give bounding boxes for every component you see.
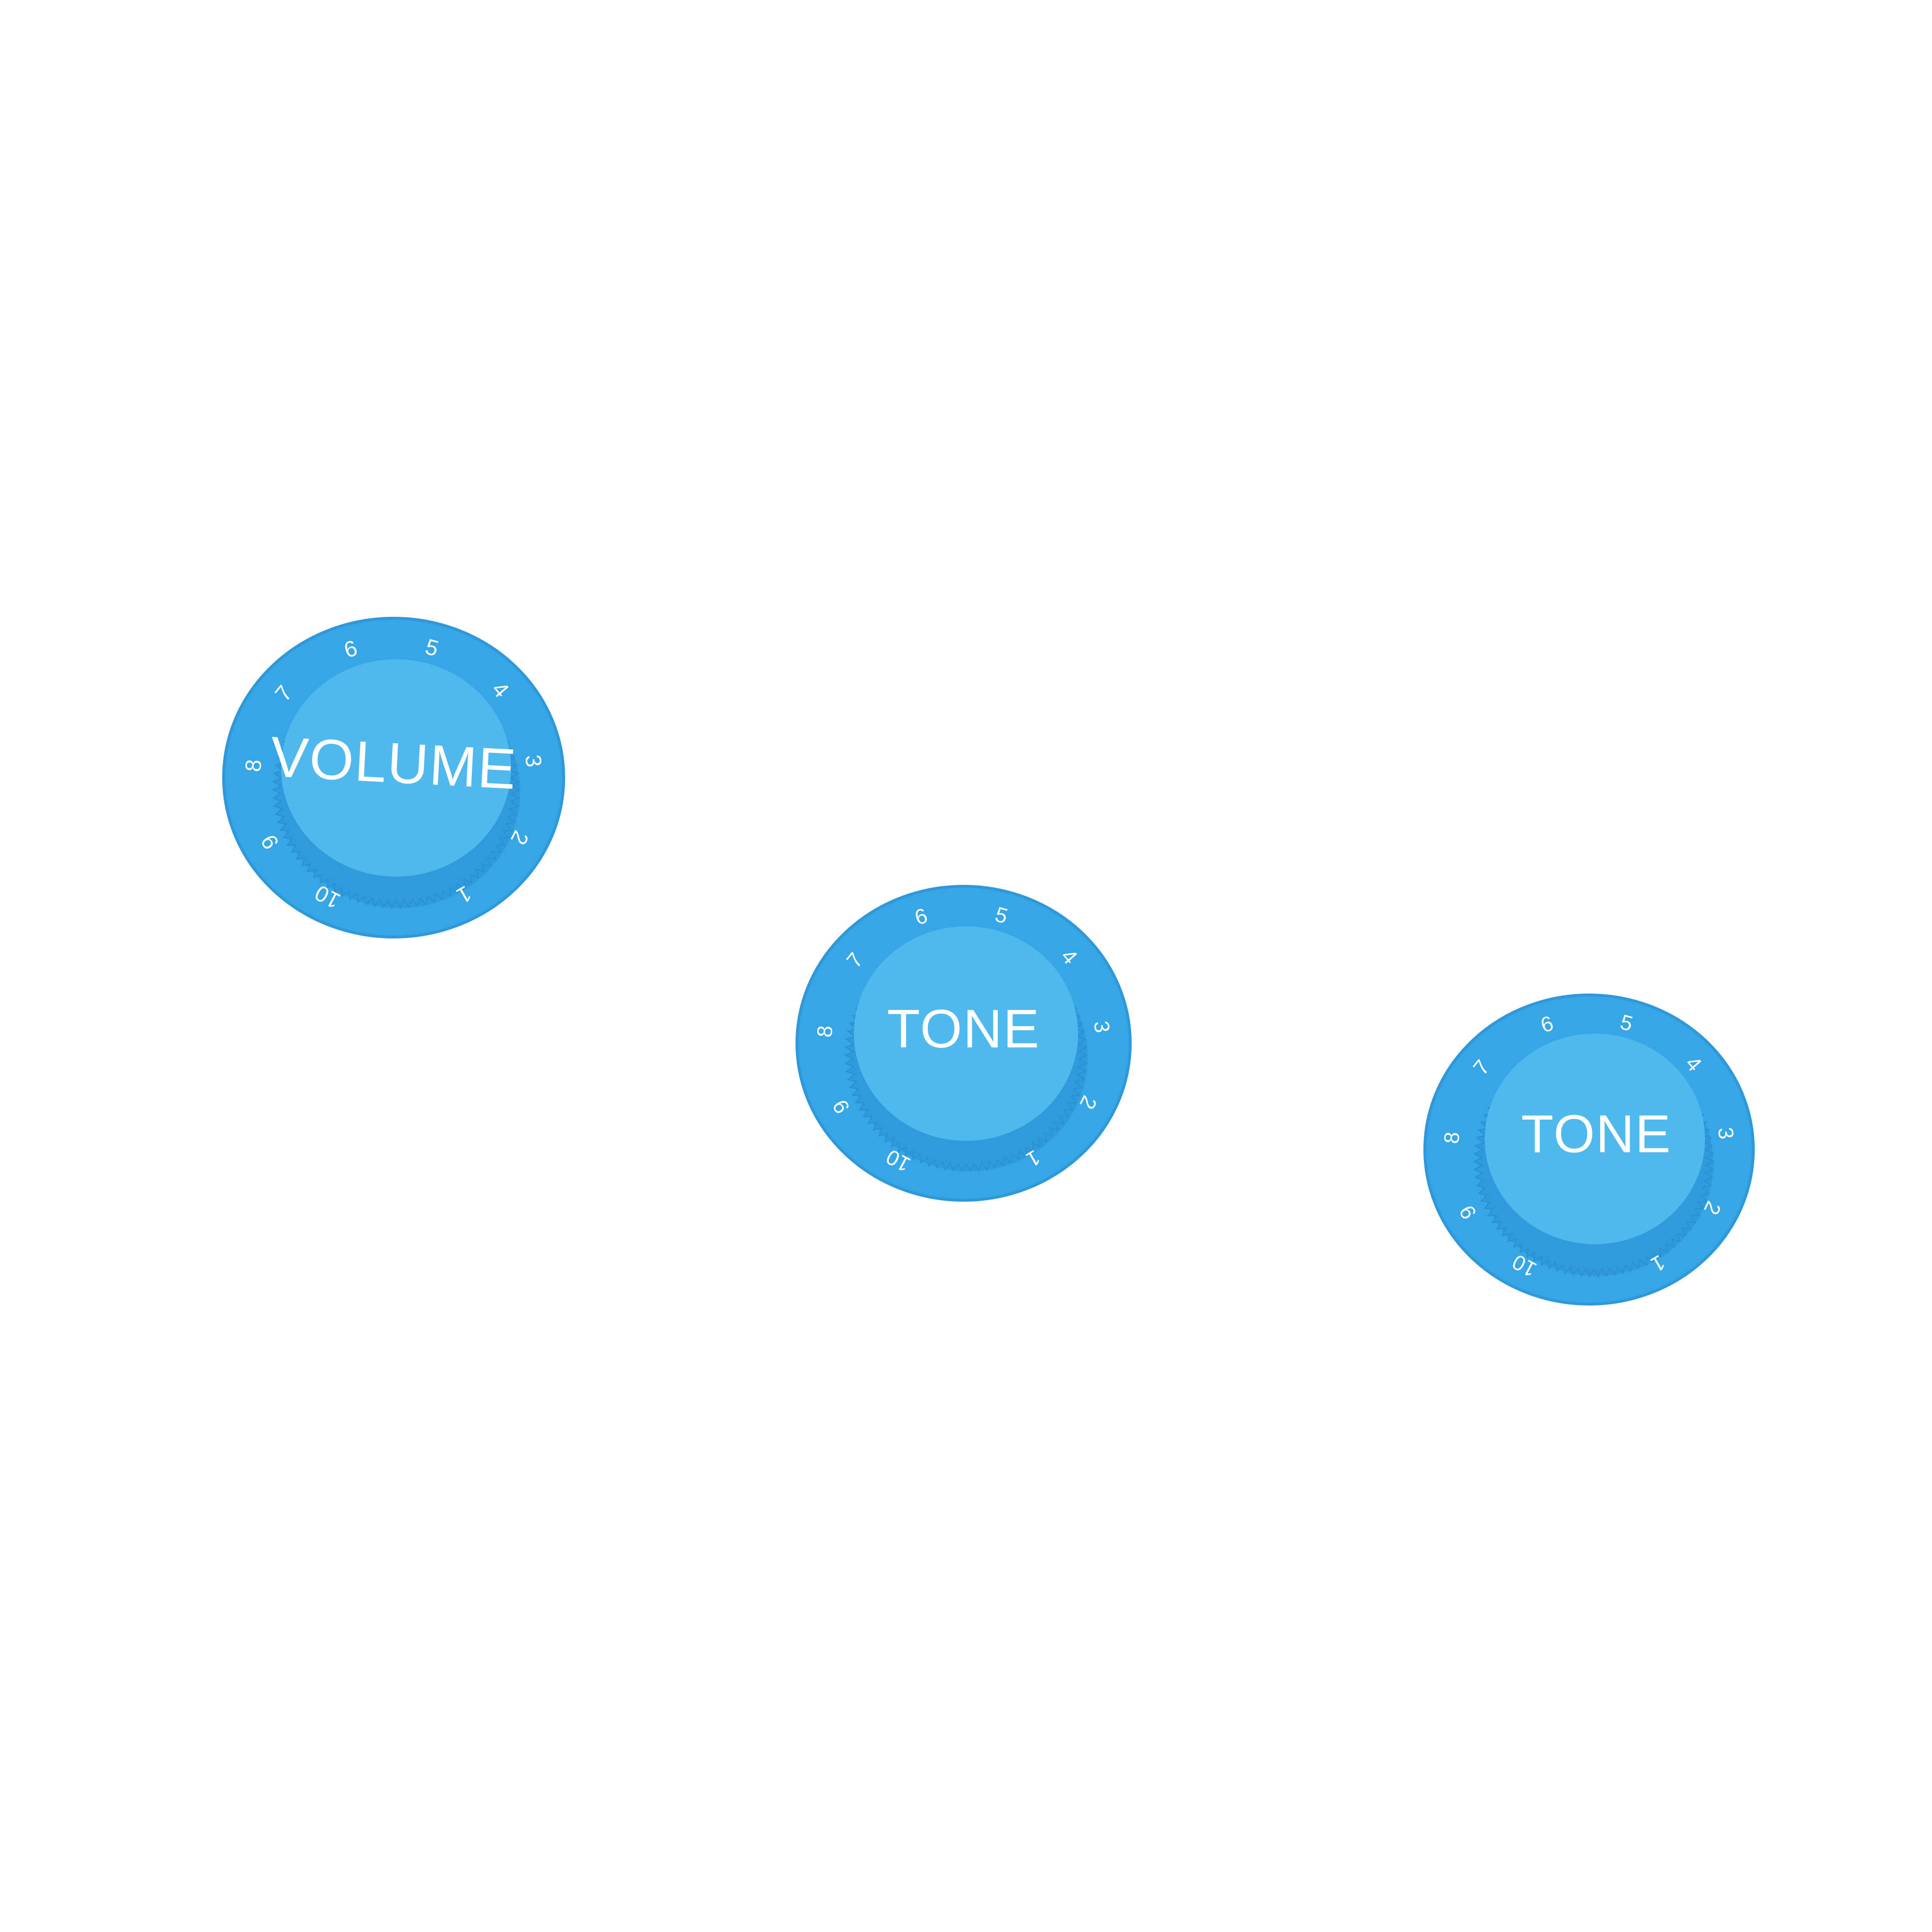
knob-cap: [1485, 1034, 1705, 1244]
scale-number: 3: [1089, 1020, 1114, 1034]
knob-cap: [854, 926, 1078, 1141]
scale-number: 8: [813, 1024, 838, 1038]
scale-number: 8: [1440, 1131, 1464, 1145]
scale-number: 8: [240, 758, 266, 773]
knob-label: VOLUME: [269, 725, 519, 802]
scale-number: 3: [1713, 1126, 1738, 1140]
knob-label: TONE: [887, 999, 1040, 1059]
knob-label: TONE: [1521, 1105, 1672, 1164]
scale-number: 3: [520, 753, 547, 768]
knob-cap: [281, 659, 511, 877]
